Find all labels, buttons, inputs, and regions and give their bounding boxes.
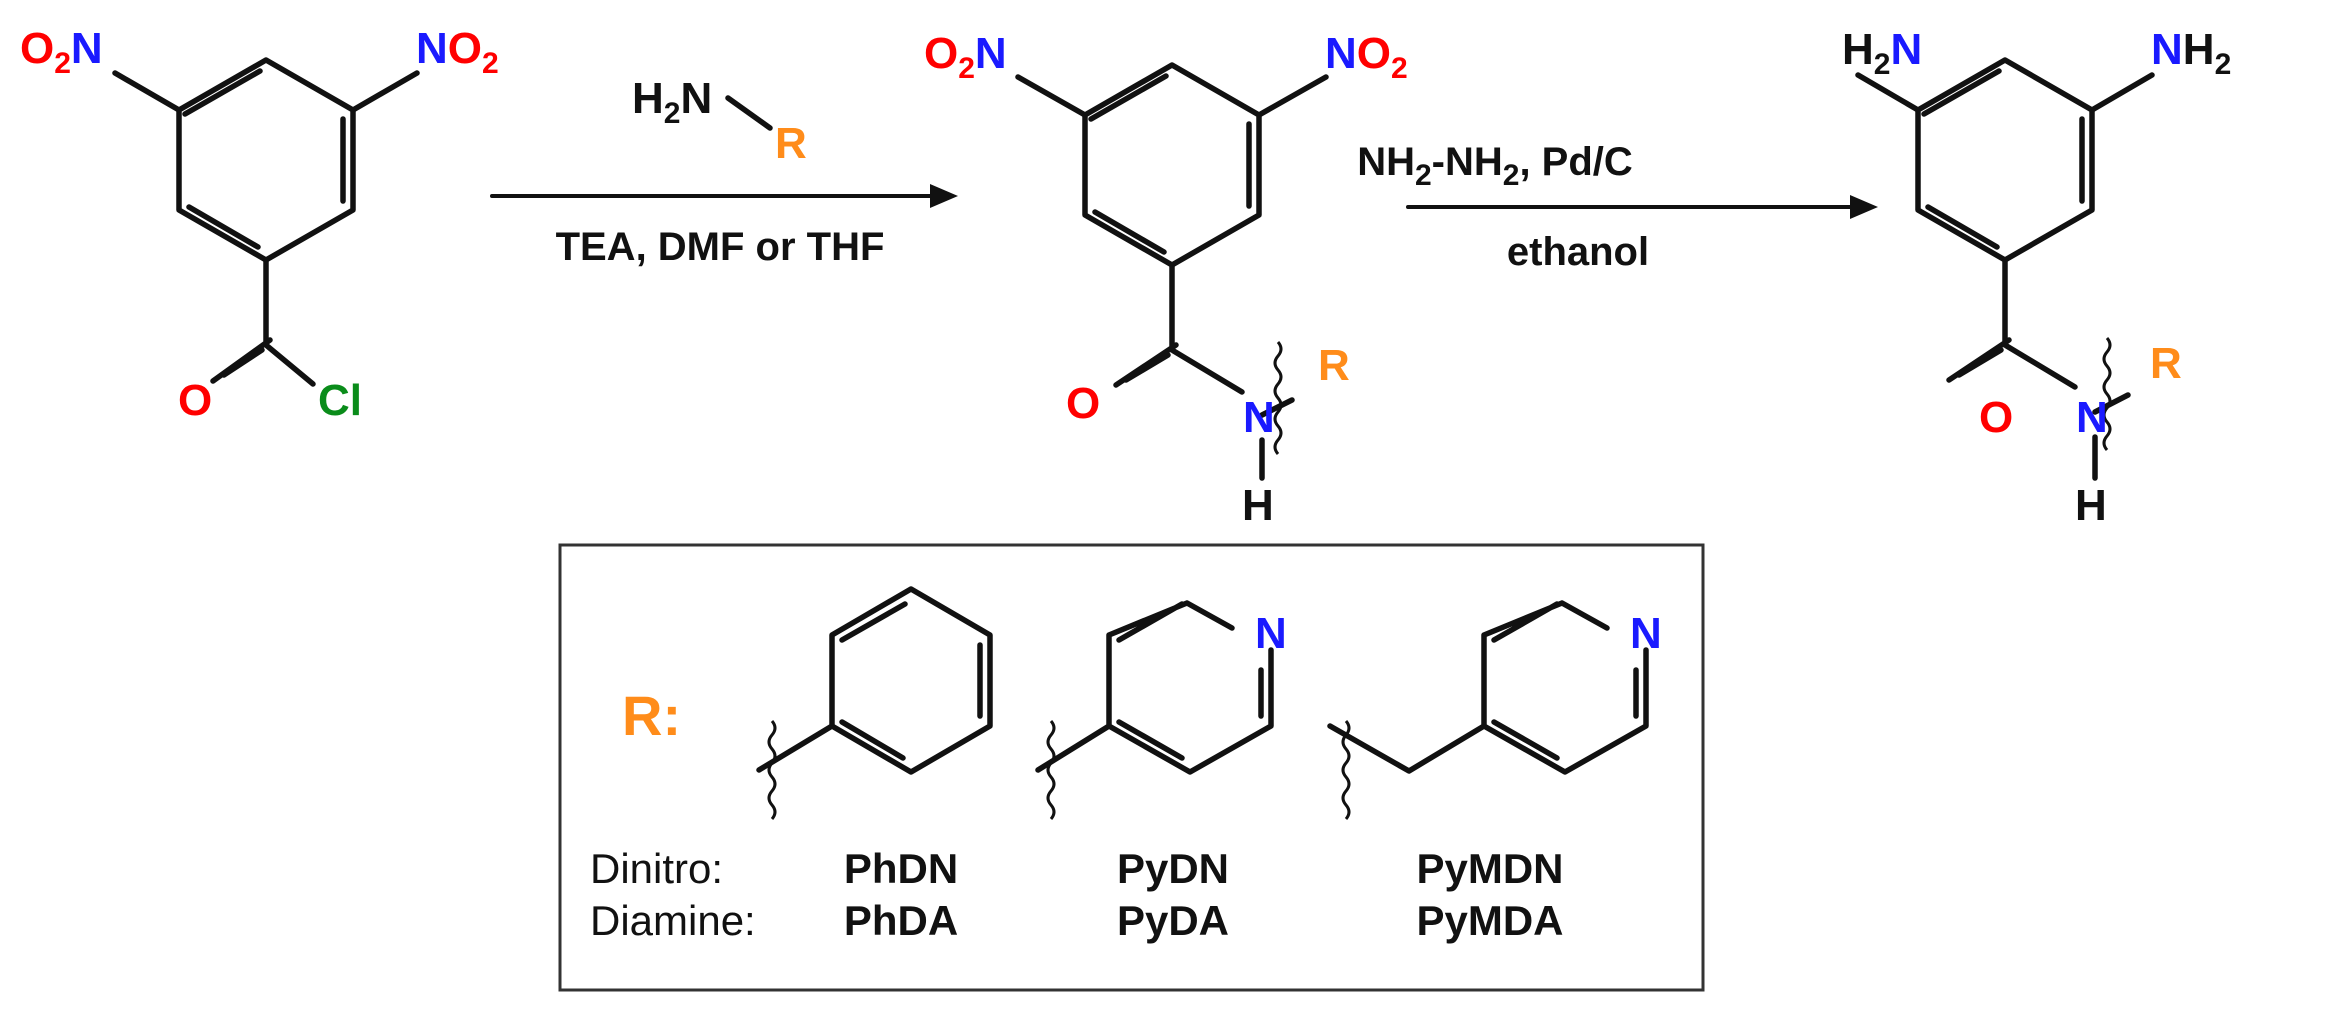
r-group-label: R: [1318, 341, 1350, 390]
amide-nitrogen: N: [2076, 393, 2108, 442]
pyridyl-structure: N: [1035, 600, 1287, 820]
compound-pydn: PyDN: [1117, 845, 1229, 892]
compound-phda: PhDA: [844, 897, 958, 944]
step1-conditions: TEA, DMF or THF: [556, 225, 885, 269]
amide-hydrogen: H: [1242, 481, 1274, 530]
step1-arrowhead: [930, 184, 958, 208]
phenyl-structure: [756, 586, 993, 820]
attachment-wavy: [1046, 720, 1056, 820]
amine-bond: [725, 95, 773, 131]
step1-reagent: H2N R: [632, 74, 807, 168]
r-attachment-wavy: [1273, 341, 1283, 455]
r-attachment-wavy: [2102, 337, 2112, 451]
legend-r-label: R:: [622, 684, 681, 747]
amino-group-left: H2N: [1842, 25, 1922, 81]
compound-diamine-amide: H2N NH2 O N H R: [1842, 25, 2231, 530]
nitro-group-right: NO2: [416, 24, 499, 80]
nitro-group-left: O2N: [924, 29, 1007, 85]
pyridylmethyl-structure: N: [1327, 600, 1662, 820]
compound-dinitro-amide: O2N NO2 O N H R: [924, 29, 1408, 530]
carbonyl-oxygen: O: [1979, 393, 2013, 442]
r-group-label: R: [2150, 339, 2182, 388]
row-label-diamine: Diamine:: [590, 897, 756, 944]
ring-bonds: [1082, 62, 1262, 268]
substituent-bonds: [112, 70, 420, 387]
attachment-wavy: [767, 720, 777, 820]
chlorine-atom: Cl: [318, 376, 362, 425]
compound-pyda: PyDA: [1117, 897, 1229, 944]
amino-group-right: NH2: [2151, 25, 2231, 81]
amide-nitrogen: N: [1243, 393, 1275, 442]
compound-dinitrobenzoyl-chloride: O2N NO2 O Cl: [20, 24, 499, 425]
step2-arrowhead: [1850, 195, 1878, 219]
pyridine-nitrogen: N: [1255, 609, 1287, 658]
nitro-group-left: O2N: [20, 24, 103, 80]
r-group-legend: R: N N Dinitro: Diamine: PhDN PhDA PyDN …: [558, 543, 1705, 992]
amine-r-group: R: [775, 119, 807, 168]
row-label-dinitro: Dinitro:: [590, 845, 723, 892]
step2-conditions: ethanol: [1507, 230, 1649, 274]
substituent-bonds: [1855, 72, 2155, 481]
carbonyl-oxygen: O: [1066, 379, 1100, 428]
compound-phdn: PhDN: [844, 845, 958, 892]
ring-bonds: [1915, 57, 2095, 263]
amide-hydrogen: H: [2075, 481, 2107, 530]
compound-pymdn: PyMDN: [1416, 845, 1563, 892]
legend-frame: [558, 543, 1705, 992]
nitro-group-right: NO2: [1325, 29, 1408, 85]
step2-reagents: NH2-NH2, Pd/C: [1357, 140, 1633, 192]
ring-bonds: [176, 57, 356, 263]
pyridine-nitrogen: N: [1630, 609, 1662, 658]
amine-nh2: H2N: [632, 74, 712, 130]
compound-pymda: PyMDA: [1416, 897, 1563, 944]
carbonyl-oxygen: O: [178, 376, 212, 425]
substituent-bonds: [1015, 74, 1329, 481]
attachment-wavy: [1341, 720, 1351, 820]
